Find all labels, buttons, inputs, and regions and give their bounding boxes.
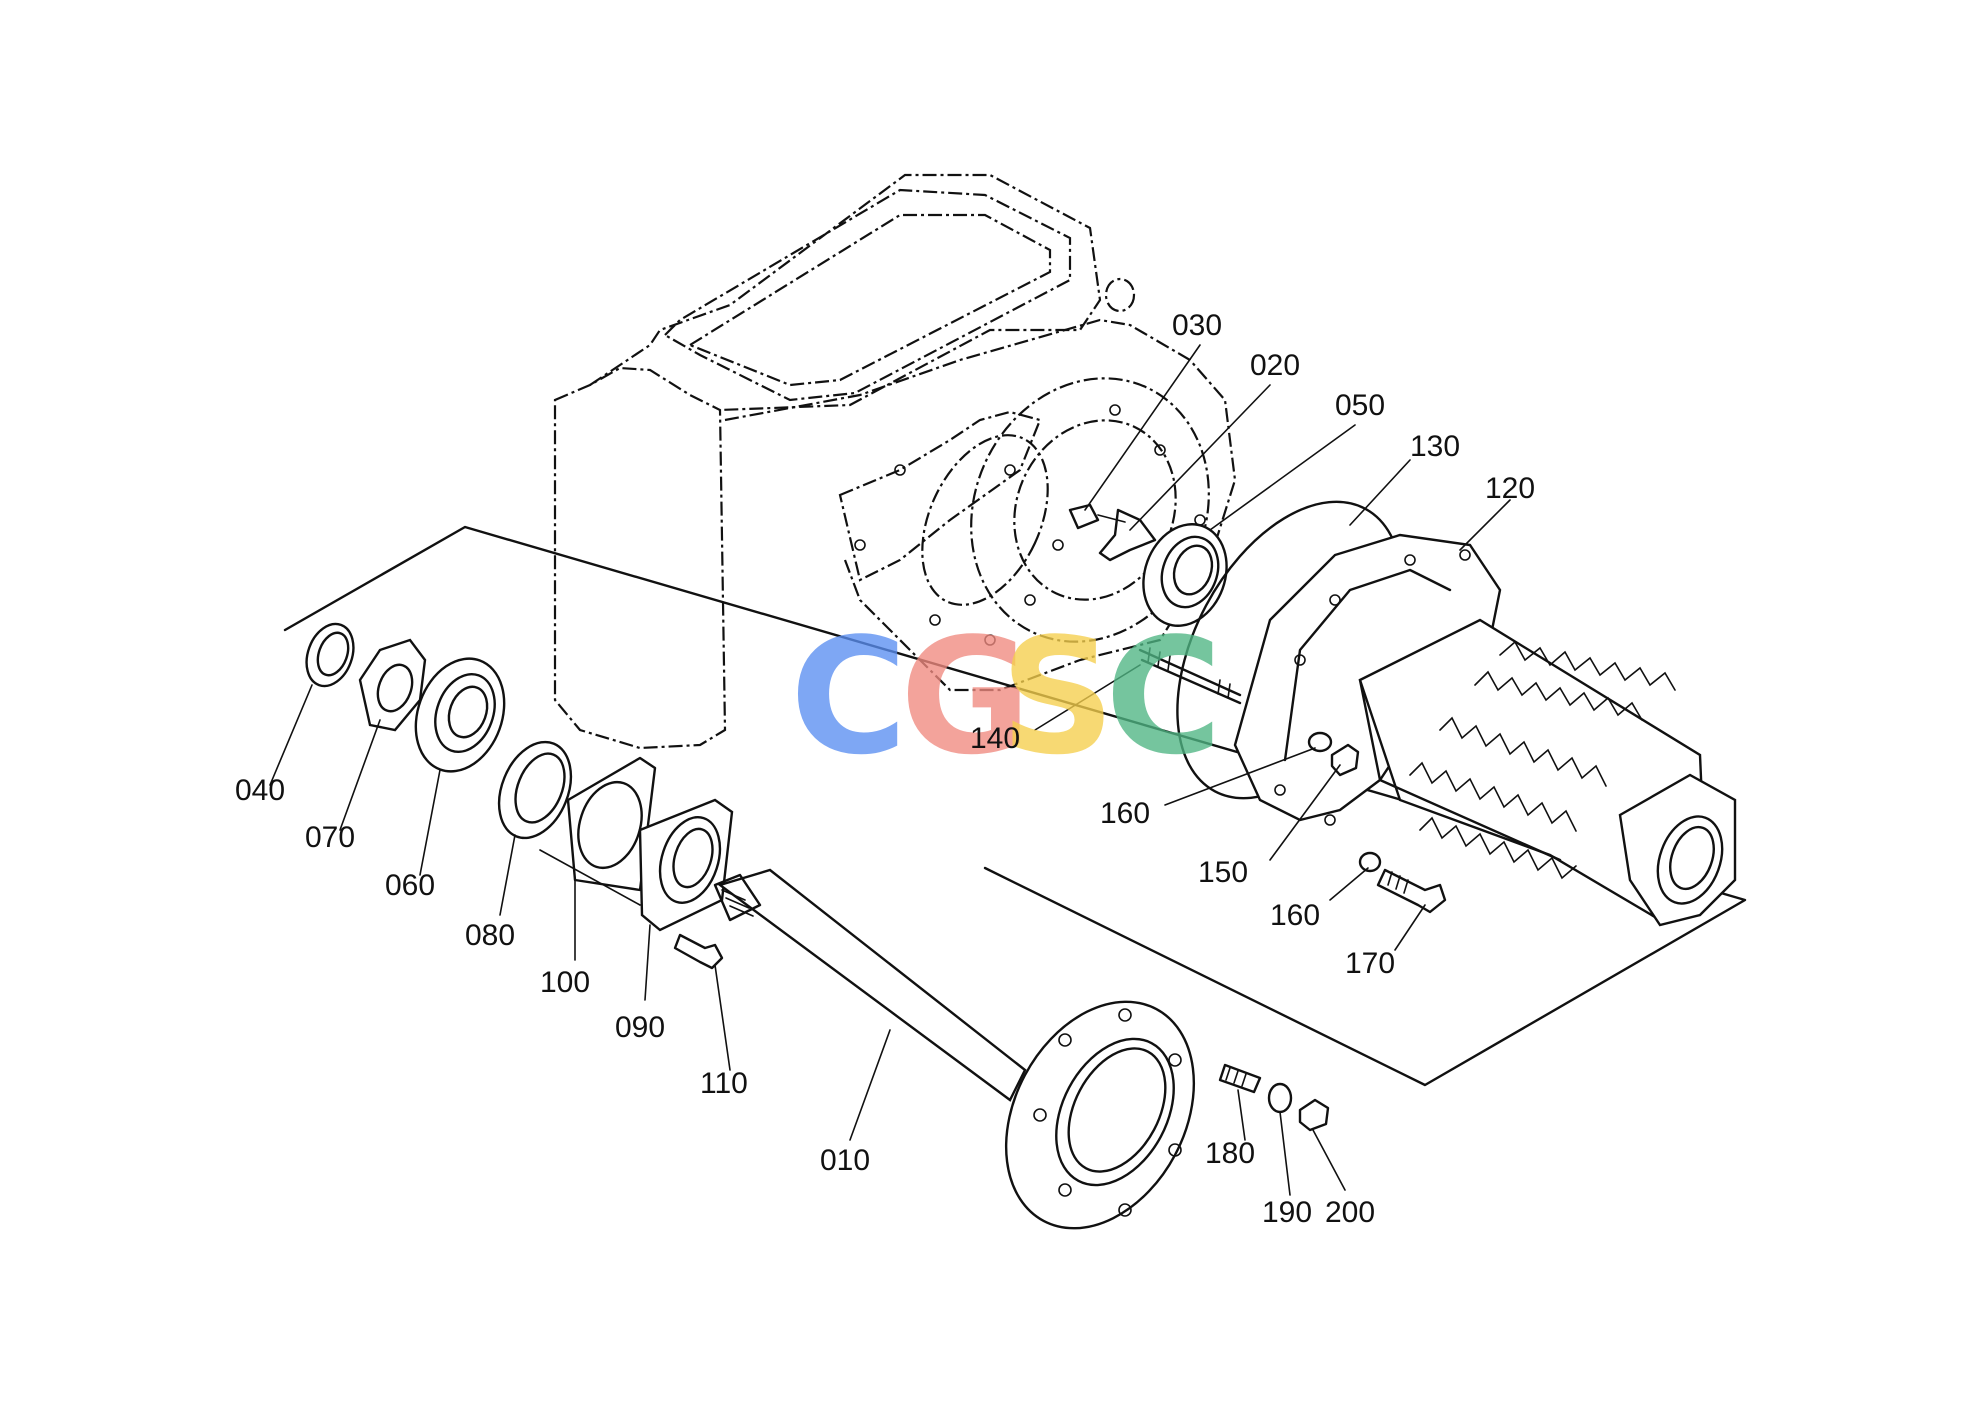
- callout-label: 150: [1198, 856, 1248, 889]
- watermark-letter: C: [790, 603, 907, 790]
- watermark-logo: C G S C: [790, 603, 1222, 790]
- callout-label: 010: [820, 1144, 870, 1177]
- retainer-090: [638, 798, 734, 932]
- callout-label: 060: [385, 869, 435, 902]
- callout-label: 170: [1345, 947, 1395, 980]
- seal-080: [497, 740, 573, 840]
- callout-label: 050: [1335, 389, 1385, 422]
- callout-label: 180: [1205, 1137, 1255, 1170]
- plug-030: [1068, 503, 1126, 530]
- callout-label: 110: [700, 1067, 748, 1100]
- watermark-letter: S: [1000, 603, 1115, 790]
- watermark-letter: C: [1105, 603, 1222, 790]
- callout-label: 160: [1270, 899, 1320, 932]
- leader-lines: [269, 344, 1511, 1196]
- callout-label: 070: [305, 821, 355, 854]
- bolt-110: [673, 933, 724, 970]
- assembly-plane-outline: [283, 525, 1747, 1087]
- axle-shaft-010: [713, 868, 1196, 1230]
- callout-label: 140: [970, 722, 1020, 755]
- nut-washer-group: [1307, 731, 1382, 873]
- callout-label: 090: [615, 1011, 665, 1044]
- callout-label: 160: [1100, 797, 1150, 830]
- callout-label: 020: [1250, 349, 1300, 382]
- callout-label: 200: [1325, 1196, 1375, 1229]
- callout-label: 190: [1262, 1196, 1312, 1229]
- callout-label: 120: [1485, 472, 1535, 505]
- callout-label: 080: [465, 919, 515, 952]
- axle-housing-120: [1233, 533, 1737, 927]
- bearing-050: [1142, 523, 1228, 627]
- hub-hardware: [1218, 1063, 1330, 1132]
- stud-140: [1138, 647, 1242, 705]
- callout-labels: 010 020 030 040 050 060 070 080 090 100 …: [235, 309, 1535, 1229]
- callout-label: 040: [235, 774, 285, 807]
- ring-040: [305, 622, 355, 688]
- bolt-170: [1376, 868, 1447, 914]
- nut-070: [358, 638, 427, 732]
- lever-020: [1098, 508, 1157, 562]
- callout-label: 100: [540, 966, 590, 999]
- callout-label: 130: [1410, 430, 1460, 463]
- watermark-letter: G: [900, 603, 1031, 790]
- callout-label: 030: [1172, 309, 1222, 342]
